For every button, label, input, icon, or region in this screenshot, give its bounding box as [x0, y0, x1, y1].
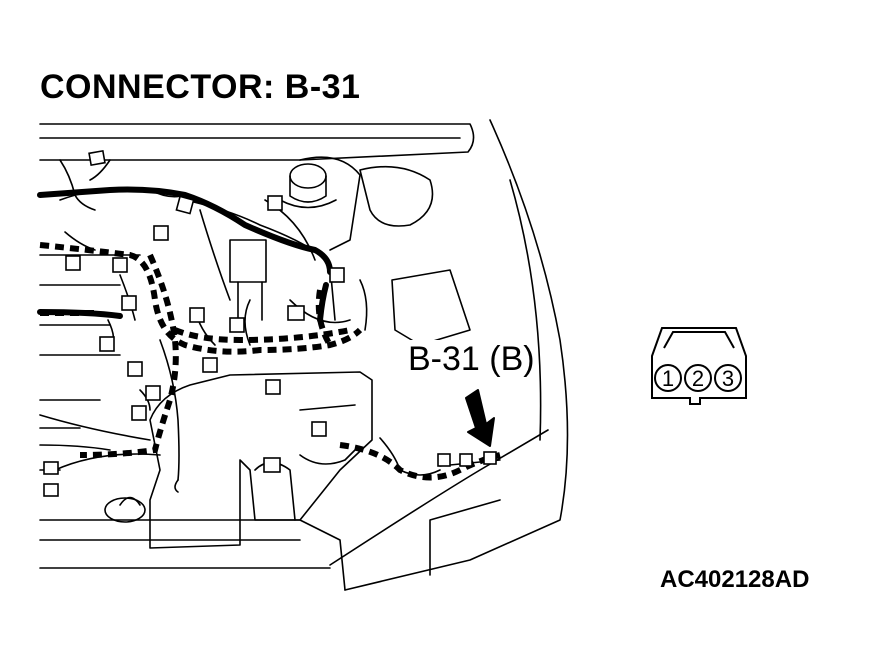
connector-face-icon: [651, 327, 747, 405]
connector-callout-label: B-31 (B): [406, 340, 537, 379]
connector-pin-2: 2: [692, 366, 704, 391]
down-right-arrow-icon: [465, 389, 495, 447]
connector-pin-1: 1: [662, 366, 674, 391]
connector-pin-3: 3: [722, 366, 734, 391]
diagram-title: CONNECTOR: B-31: [40, 68, 361, 106]
figure-code: AC402128AD: [660, 566, 810, 593]
